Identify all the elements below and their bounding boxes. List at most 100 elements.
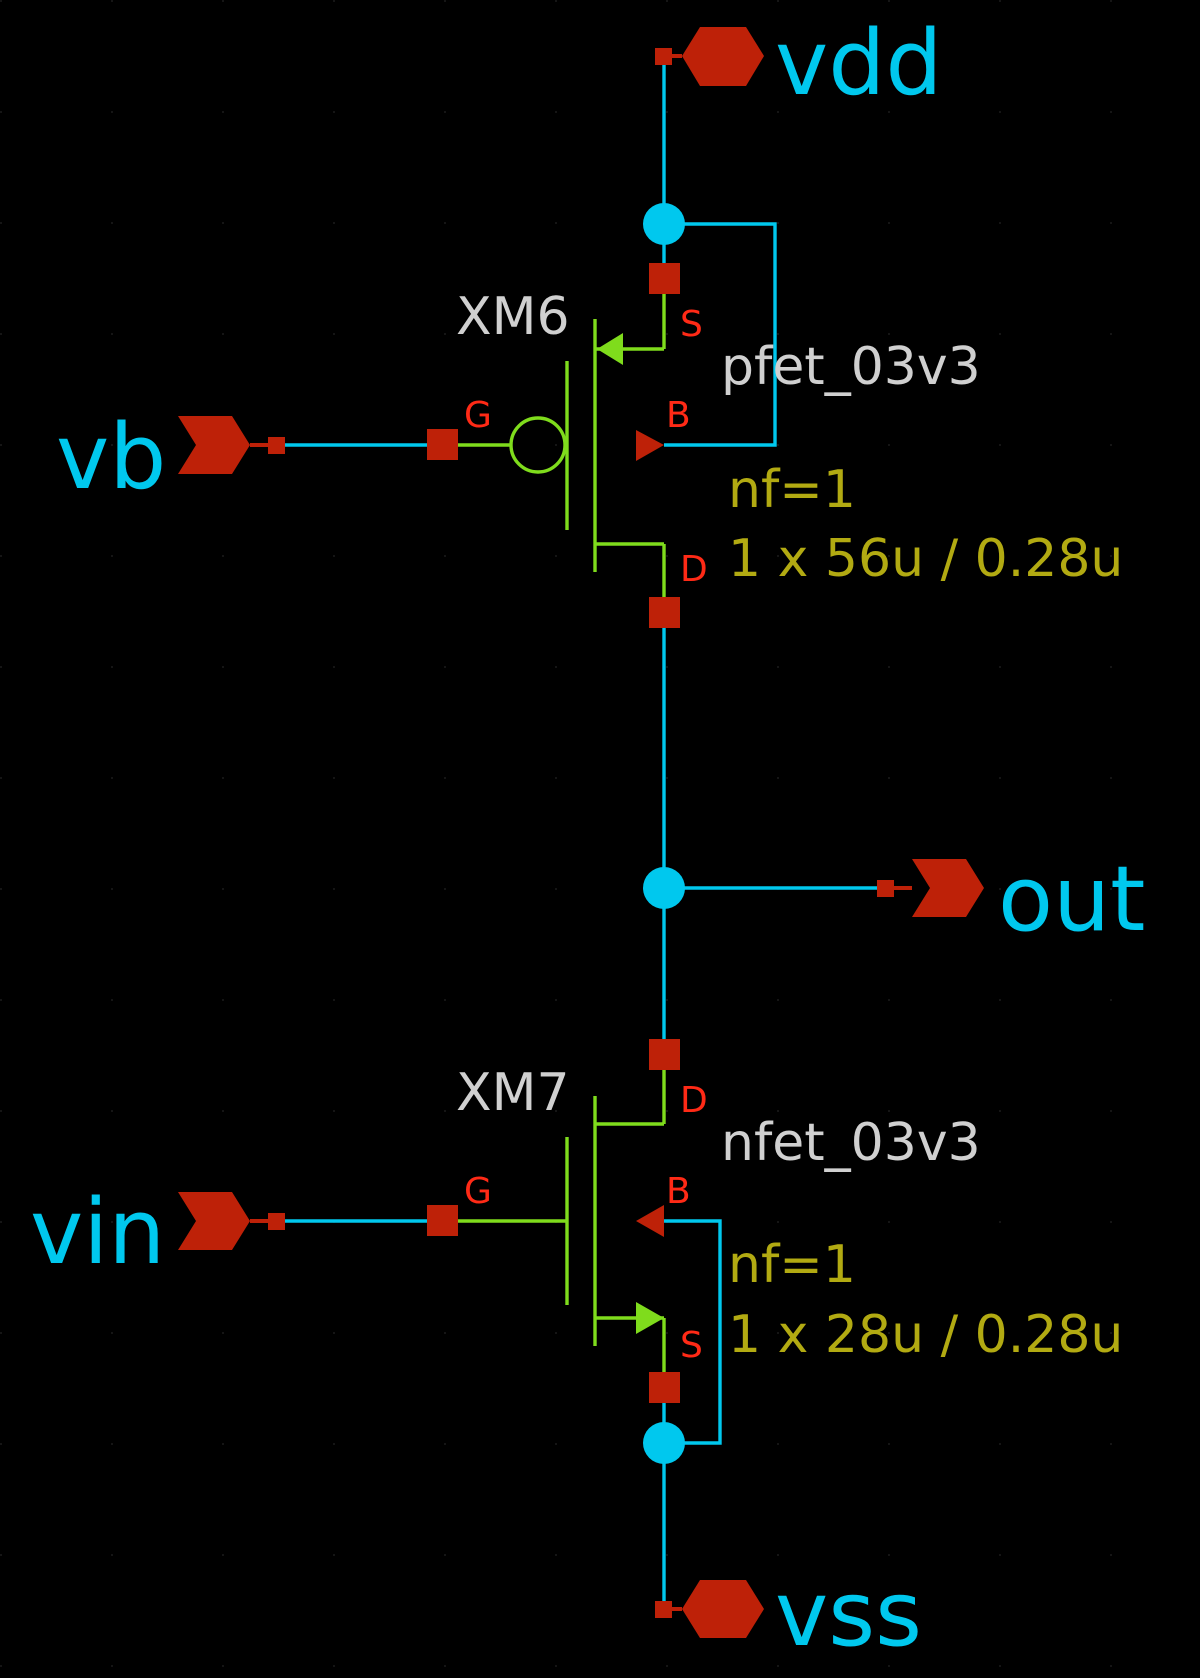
port-vin[interactable]: vin xyxy=(30,1180,285,1285)
grid-dot xyxy=(1110,999,1112,1001)
grid-dot xyxy=(444,1665,446,1667)
grid-dot xyxy=(222,999,224,1001)
grid-dot xyxy=(333,555,335,557)
out-port-arrow-icon xyxy=(912,859,984,917)
grid-dot xyxy=(888,1110,890,1112)
grid-dot xyxy=(1110,1665,1112,1667)
xm6-drain-pin[interactable] xyxy=(649,597,680,628)
out-port-label: out xyxy=(998,847,1145,952)
grid-dot xyxy=(1110,1554,1112,1556)
grid-dot xyxy=(111,999,113,1001)
grid-dot xyxy=(111,1665,113,1667)
grid-dot xyxy=(777,333,779,335)
grid-dot xyxy=(1110,1443,1112,1445)
xm7-size-param: 1 x 28u / 0.28u xyxy=(728,1305,1123,1365)
xm6-source-arrow-icon xyxy=(597,333,623,365)
port-out[interactable]: out xyxy=(877,847,1145,952)
vss-port-hexagon-icon xyxy=(682,1580,764,1638)
grid-dot xyxy=(444,777,446,779)
grid-dot xyxy=(0,222,2,224)
grid-dot xyxy=(888,444,890,446)
grid-dot xyxy=(888,1332,890,1334)
grid-dot xyxy=(333,1665,335,1667)
grid-dot xyxy=(444,1332,446,1334)
port-vss[interactable]: vss xyxy=(655,1562,922,1667)
grid-dot xyxy=(111,1110,113,1112)
grid-dot xyxy=(888,1443,890,1445)
vb-port-label: vb xyxy=(56,405,166,510)
grid-dot xyxy=(0,555,2,557)
junction-vdd xyxy=(643,203,685,245)
grid-dot xyxy=(777,444,779,446)
grid-dot xyxy=(666,0,668,2)
grid-dot xyxy=(0,0,2,2)
xm6-gate-pin[interactable] xyxy=(427,429,458,460)
wire-xm6-bulk-tie[interactable] xyxy=(664,222,777,447)
vdd-port-label: vdd xyxy=(775,11,943,116)
grid-dot xyxy=(999,1221,1001,1223)
grid-dot xyxy=(666,777,668,779)
grid-dot xyxy=(333,1110,335,1112)
xm7-drain-pin[interactable] xyxy=(649,1039,680,1070)
grid-dot xyxy=(0,1443,2,1445)
xm7-gate-pin[interactable] xyxy=(427,1205,458,1236)
grid-dot xyxy=(888,999,890,1001)
grid-dot xyxy=(555,999,557,1001)
grid-dot xyxy=(111,1221,113,1223)
grid-dot xyxy=(444,111,446,113)
grid-dot xyxy=(333,333,335,335)
grid-dot xyxy=(1110,888,1112,890)
xm6-pin-label-b: B xyxy=(666,395,691,436)
grid-dot xyxy=(888,222,890,224)
grid-dot xyxy=(555,666,557,668)
grid-dot xyxy=(0,1332,2,1334)
grid xyxy=(0,0,1112,1667)
out-port-pin[interactable] xyxy=(877,880,894,897)
grid-dot xyxy=(333,1443,335,1445)
grid-dot xyxy=(777,1554,779,1556)
vdd-port-pin[interactable] xyxy=(655,48,672,65)
device-xm6[interactable]: S G B D XM6 pfet_03v3 nf=1 1 x 56u / 0.2… xyxy=(427,263,1123,628)
vss-port-pin[interactable] xyxy=(655,1601,672,1618)
port-vb[interactable]: vb xyxy=(56,405,285,510)
grid-dot xyxy=(999,1665,1001,1667)
grid-dot xyxy=(1110,1221,1112,1223)
grid-dot xyxy=(222,1332,224,1334)
device-xm7[interactable]: D G B S XM7 nfet_03v3 nf=1 1 x 28u / 0.2… xyxy=(427,1039,1123,1403)
grid-dot xyxy=(555,111,557,113)
grid-dot xyxy=(0,999,2,1001)
xm6-source-pin[interactable] xyxy=(649,263,680,294)
grid-dot xyxy=(333,666,335,668)
xm7-model-name: nfet_03v3 xyxy=(721,1113,981,1173)
grid-dot xyxy=(888,1665,890,1667)
vb-port-pin[interactable] xyxy=(268,437,285,454)
grid-dot xyxy=(444,222,446,224)
port-vdd[interactable]: vdd xyxy=(655,11,943,116)
grid-dot xyxy=(777,777,779,779)
grid-dot xyxy=(0,1221,2,1223)
vin-port-pin[interactable] xyxy=(268,1213,285,1230)
grid-dot xyxy=(444,1110,446,1112)
grid-dot xyxy=(666,666,668,668)
grid-dot xyxy=(1110,777,1112,779)
xm7-pin-label-d: D xyxy=(680,1080,708,1121)
grid-dot xyxy=(444,999,446,1001)
xm7-instance-name: XM7 xyxy=(456,1063,570,1123)
grid-dot xyxy=(777,999,779,1001)
xm7-source-pin[interactable] xyxy=(649,1372,680,1403)
grid-dot xyxy=(999,333,1001,335)
wires xyxy=(276,56,886,1609)
vin-port-arrow-icon xyxy=(178,1192,250,1250)
grid-dot xyxy=(0,1554,2,1556)
grid-dot xyxy=(222,0,224,2)
grid-dot xyxy=(0,333,2,335)
grid-dot xyxy=(222,333,224,335)
grid-dot xyxy=(222,888,224,890)
grid-dot xyxy=(1110,111,1112,113)
grid-dot xyxy=(111,0,113,2)
grid-dot xyxy=(888,111,890,113)
wire-xm7-bulk-tie[interactable] xyxy=(664,1219,722,1445)
grid-dot xyxy=(555,0,557,2)
grid-dot xyxy=(999,111,1001,113)
